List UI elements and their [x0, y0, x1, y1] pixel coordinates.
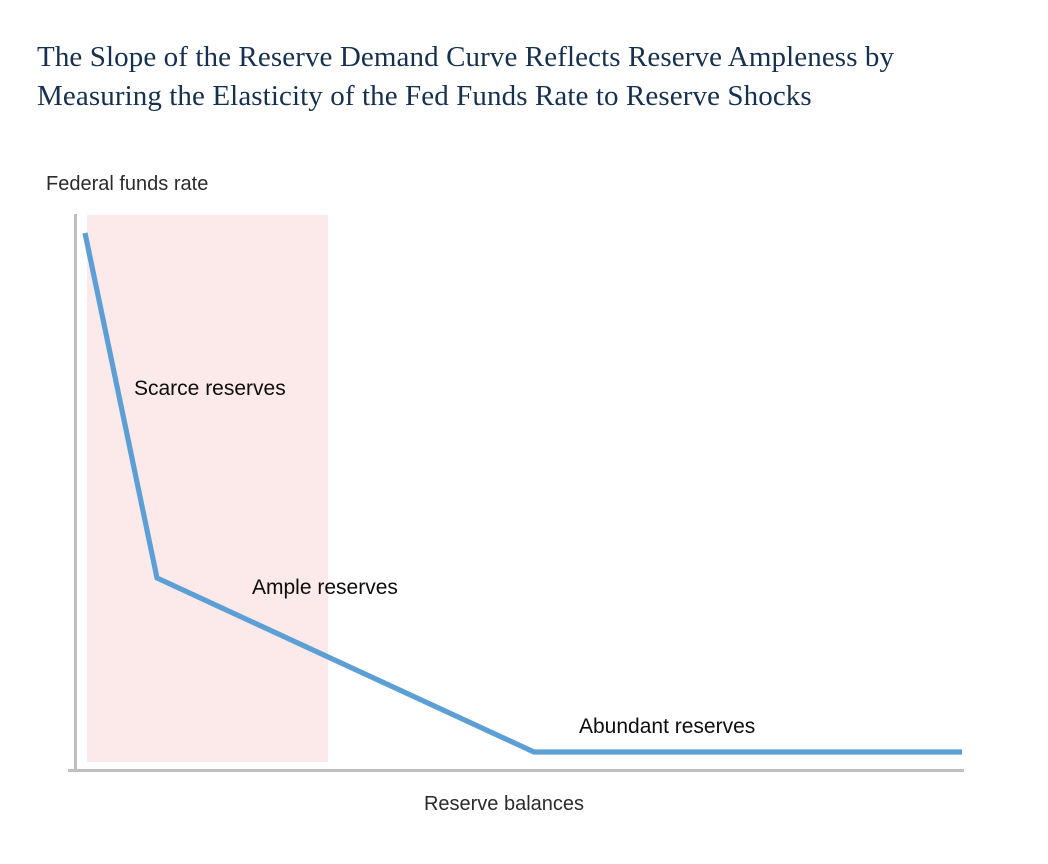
annotation-abundant-reserves: Abundant reserves	[579, 715, 756, 738]
annotation-scarce-reserves: Scarce reserves	[134, 377, 286, 400]
y-axis-title: Federal funds rate	[46, 173, 209, 195]
x-axis-title: Reserve balances	[423, 793, 585, 815]
y-axis-line	[74, 214, 77, 771]
page-title: The Slope of the Reserve Demand Curve Re…	[37, 41, 895, 112]
x-axis-line	[68, 769, 964, 772]
annotation-ample-reserves: Ample reserves	[252, 576, 398, 599]
scarce-reserves-band	[87, 215, 328, 762]
reserve-demand-curve-line	[82, 232, 962, 755]
